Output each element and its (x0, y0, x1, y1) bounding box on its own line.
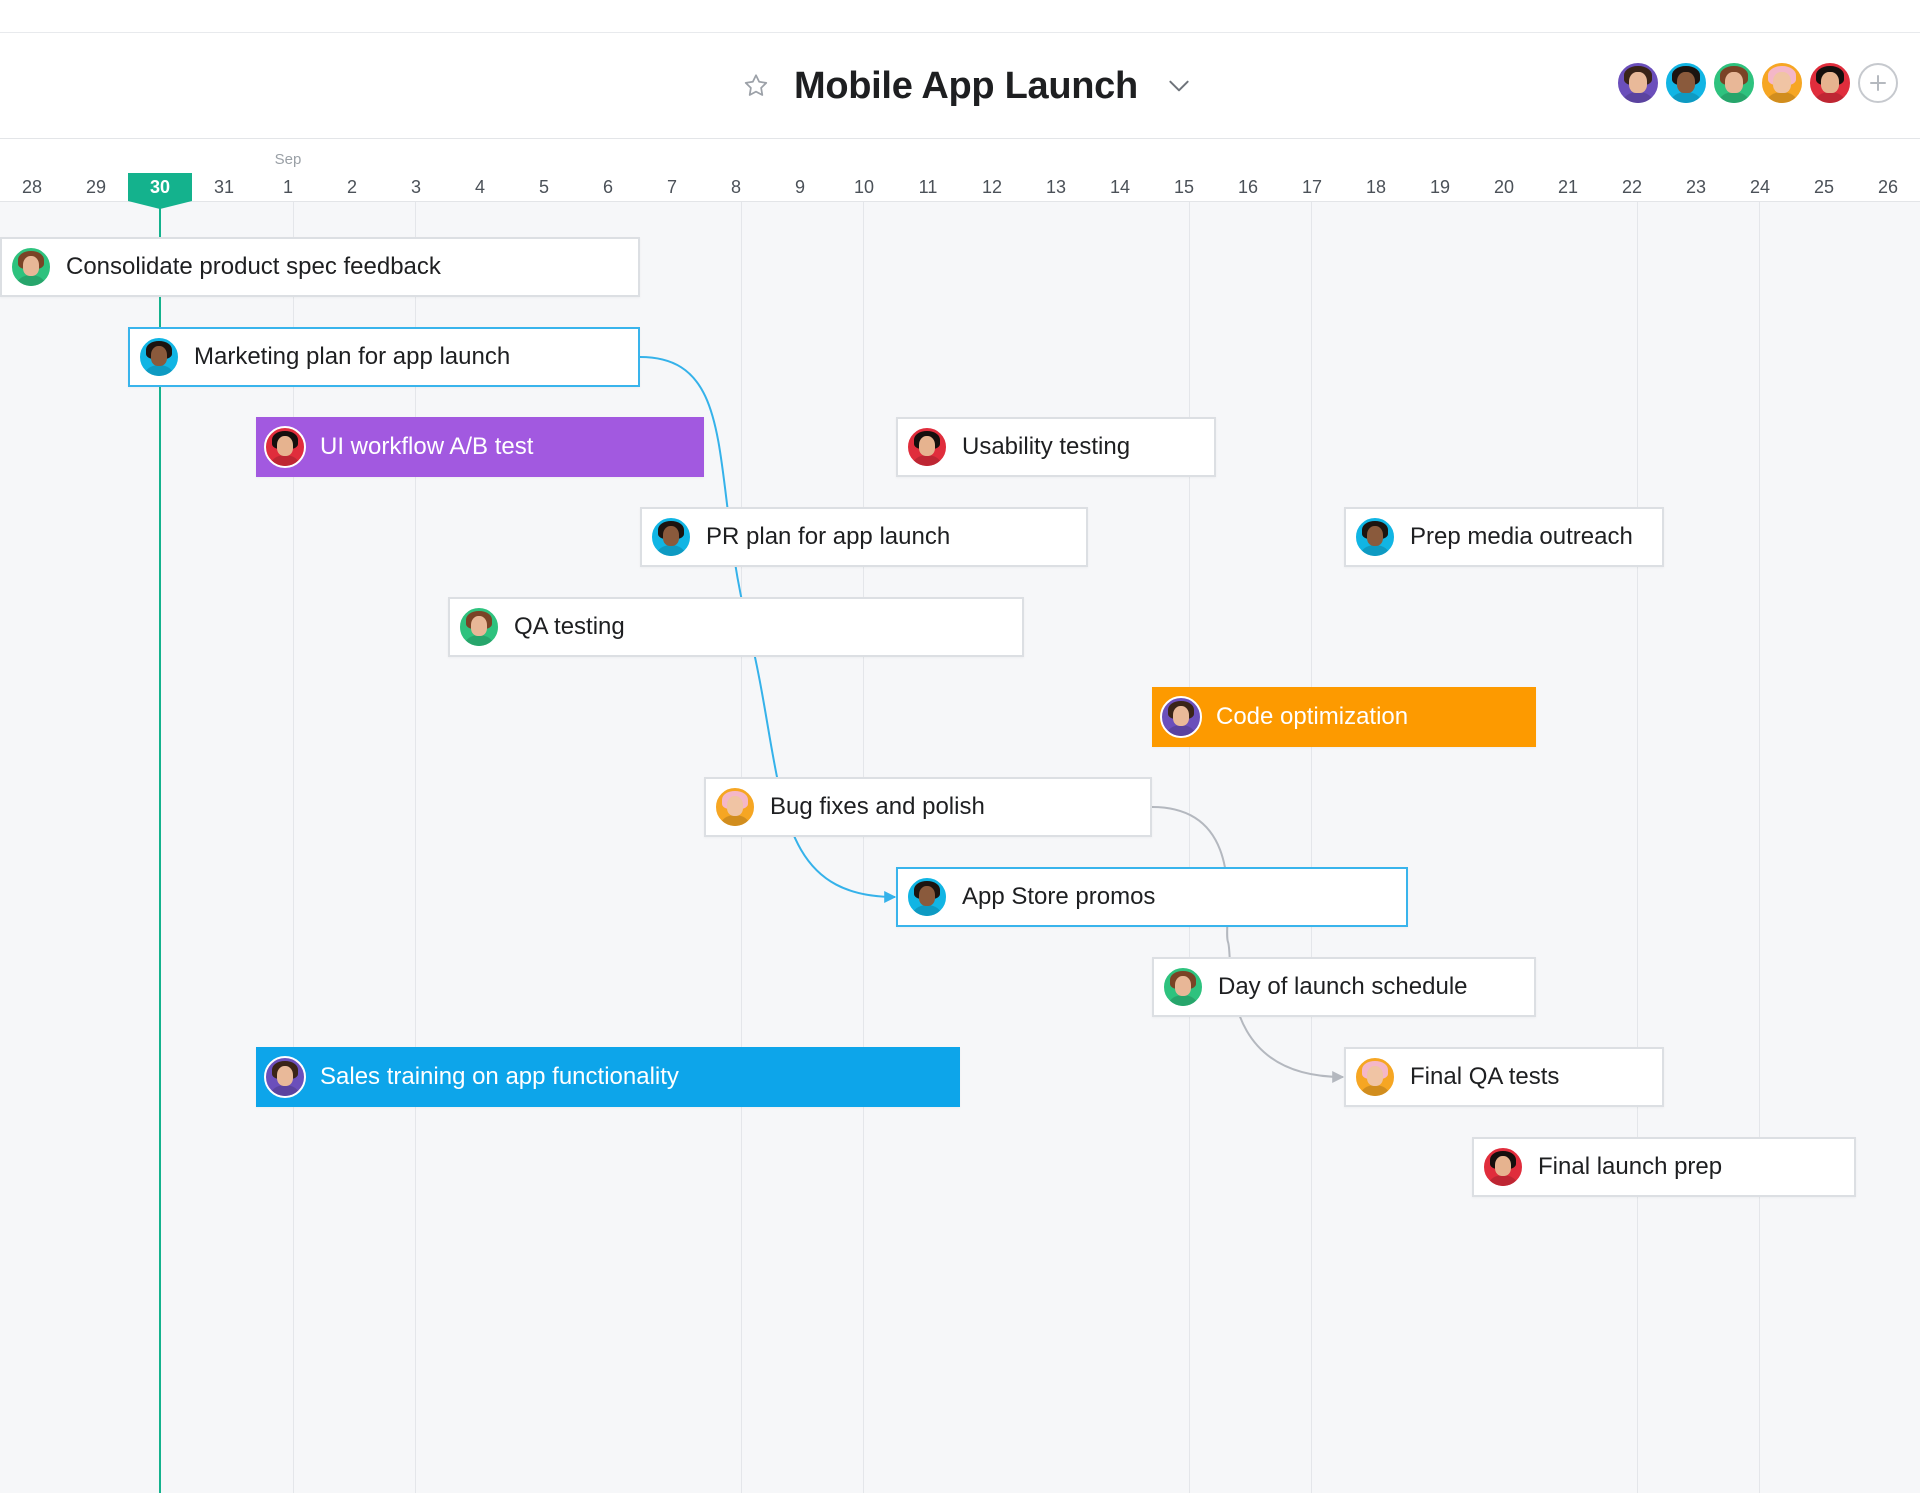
timeline-day[interactable]: 16 (1237, 177, 1259, 197)
week-gridline (741, 202, 742, 1493)
timeline-day[interactable]: 6 (602, 177, 613, 197)
project-header: Mobile App Launch (0, 33, 1920, 139)
task-label: QA testing (514, 613, 625, 640)
timeline-day[interactable]: 14 (1109, 177, 1131, 197)
timeline-day[interactable]: 17 (1301, 177, 1323, 197)
task-bar[interactable]: Final launch prep (1472, 1137, 1856, 1197)
timeline-day[interactable]: 20 (1493, 177, 1515, 197)
week-gridline (1189, 202, 1190, 1493)
today-line (159, 202, 161, 1493)
task-bar[interactable]: Usability testing (896, 417, 1216, 477)
assignee-avatar[interactable] (138, 336, 180, 378)
task-bar[interactable]: Sales training on app functionality (256, 1047, 960, 1107)
task-label: Final QA tests (1410, 1063, 1560, 1090)
task-bar[interactable]: Day of launch schedule (1152, 957, 1536, 1017)
task-bar[interactable]: App Store promos (896, 867, 1408, 927)
task-bar[interactable]: Marketing plan for app launch (128, 327, 640, 387)
task-bar[interactable]: UI workflow A/B test (256, 417, 704, 477)
member-avatar[interactable] (1712, 61, 1756, 105)
task-label: Consolidate product spec feedback (66, 253, 441, 280)
timeline-day[interactable]: 11 (918, 177, 938, 197)
task-bar[interactable]: PR plan for app launch (640, 507, 1088, 567)
timeline-day[interactable]: 5 (538, 177, 549, 197)
timeline-day[interactable]: 25 (1813, 177, 1835, 197)
task-label: Sales training on app functionality (320, 1063, 679, 1090)
task-label: Code optimization (1216, 703, 1409, 730)
add-member-button[interactable] (1858, 63, 1898, 103)
timeline-day[interactable]: 18 (1365, 177, 1387, 197)
assignee-avatar[interactable] (1482, 1146, 1524, 1188)
week-gridline (1311, 202, 1312, 1493)
week-gridline (293, 202, 294, 1493)
timeline-day[interactable]: 7 (666, 177, 677, 197)
week-gridline (863, 202, 864, 1493)
dependency-arrow (1151, 806, 1345, 1083)
timeline-day[interactable]: 2 (346, 177, 357, 197)
timeline-day[interactable]: 15 (1173, 177, 1195, 197)
task-bar[interactable]: Code optimization (1152, 687, 1536, 747)
timeline-day[interactable]: 26 (1877, 177, 1899, 197)
task-label: Marketing plan for app launch (194, 343, 511, 370)
assignee-avatar[interactable] (1354, 1056, 1396, 1098)
week-gridline (415, 202, 416, 1493)
timeline-day[interactable]: 23 (1685, 177, 1707, 197)
timeline-day[interactable]: 30 (128, 173, 192, 201)
assignee-avatar[interactable] (1354, 516, 1396, 558)
timeline-day[interactable]: 10 (853, 177, 875, 197)
timeline-day[interactable]: 29 (85, 177, 107, 197)
assignee-avatar[interactable] (10, 246, 52, 288)
timeline-day[interactable]: 13 (1045, 177, 1067, 197)
timeline-day[interactable]: 21 (1557, 177, 1579, 197)
assignee-avatar[interactable] (264, 426, 306, 468)
timeline-day[interactable]: 8 (730, 177, 741, 197)
task-label: Day of launch schedule (1218, 973, 1468, 1000)
task-bar[interactable]: Final QA tests (1344, 1047, 1664, 1107)
task-bar[interactable]: Consolidate product spec feedback (0, 237, 640, 297)
member-avatar[interactable] (1808, 61, 1852, 105)
timeline-day[interactable]: 22 (1621, 177, 1643, 197)
member-avatar[interactable] (1664, 61, 1708, 105)
plus-icon (1870, 75, 1886, 91)
timeline-day[interactable]: 4 (474, 177, 485, 197)
chevron-down-icon[interactable] (1164, 71, 1194, 101)
timeline-day[interactable]: 12 (981, 177, 1003, 197)
assignee-avatar[interactable] (1160, 696, 1202, 738)
assignee-avatar[interactable] (650, 516, 692, 558)
star-icon[interactable] (740, 70, 772, 102)
timeline-day[interactable]: 31 (213, 177, 235, 197)
task-bar[interactable]: QA testing (448, 597, 1024, 657)
week-gridline (1759, 202, 1760, 1493)
assignee-avatar[interactable] (458, 606, 500, 648)
project-title-group: Mobile App Launch (740, 61, 1194, 111)
task-label: PR plan for app launch (706, 523, 951, 550)
assignee-avatar[interactable] (906, 426, 948, 468)
member-avatar[interactable] (1616, 61, 1660, 105)
timeline-day[interactable]: 1 (282, 177, 293, 197)
assignee-avatar[interactable] (906, 876, 948, 918)
timeline-day[interactable]: 24 (1749, 177, 1771, 197)
task-bar[interactable]: Prep media outreach (1344, 507, 1664, 567)
timeline-day[interactable]: 9 (794, 177, 805, 197)
task-bar[interactable]: Bug fixes and polish (704, 777, 1152, 837)
month-label: Sep (274, 151, 302, 168)
timeline-day[interactable]: 28 (21, 177, 43, 197)
task-label: UI workflow A/B test (320, 433, 534, 460)
task-label: App Store promos (962, 883, 1156, 910)
timeline-day[interactable]: 19 (1429, 177, 1451, 197)
assignee-avatar[interactable] (714, 786, 756, 828)
assignee-avatar[interactable] (264, 1056, 306, 1098)
timeline-day[interactable]: 3 (410, 177, 421, 197)
top-strip (0, 0, 1920, 33)
assignee-avatar[interactable] (1162, 966, 1204, 1008)
week-gridline (1637, 202, 1638, 1493)
member-avatar[interactable] (1760, 61, 1804, 105)
project-members (1612, 61, 1898, 105)
task-label: Usability testing (962, 433, 1131, 460)
task-label: Prep media outreach (1410, 523, 1633, 550)
project-title: Mobile App Launch (794, 64, 1138, 107)
task-label: Final launch prep (1538, 1153, 1723, 1180)
task-label: Bug fixes and polish (770, 793, 985, 820)
